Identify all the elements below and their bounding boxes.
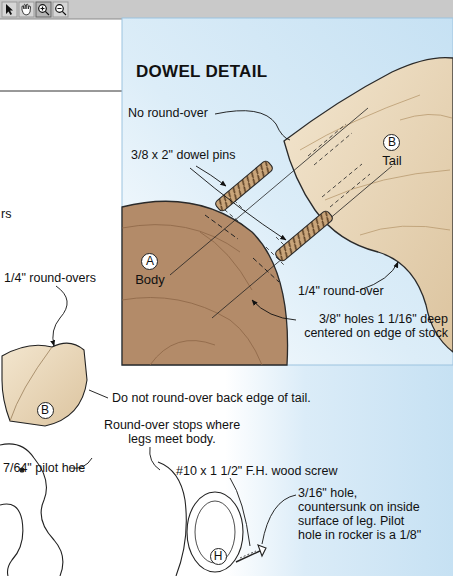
dowel-pins-stroke bbox=[274, 210, 334, 263]
part-callout: H bbox=[210, 548, 227, 565]
callout-note: rs bbox=[1, 207, 31, 221]
callout-note: 3/8" holes 1 1/16" deep centered on edge… bbox=[288, 312, 448, 340]
body-piece-stroke-stroke bbox=[150, 341, 215, 366]
page-rules bbox=[0, 91, 122, 92]
assembly-parts-stroke bbox=[236, 550, 262, 562]
dowel-pins-stroke-stroke bbox=[274, 210, 334, 263]
callout-note: No round-over bbox=[128, 106, 258, 120]
callout-note: 3/16" hole, countersunk on inside surfac… bbox=[298, 486, 422, 542]
leader-lines-stroke bbox=[196, 166, 226, 186]
callout-note: 3/8 x 2" dowel pins bbox=[131, 148, 271, 162]
leader-lines-stroke bbox=[262, 495, 296, 544]
body-piece-stroke-stroke bbox=[122, 298, 262, 366]
detail-title: DOWEL DETAIL bbox=[136, 62, 267, 82]
dowel-pins-stroke-stroke bbox=[214, 160, 274, 213]
callout-note: 1/4" round-overs bbox=[4, 271, 119, 285]
assembly-parts-stroke bbox=[258, 545, 266, 556]
toolbar-stroke bbox=[36, 2, 51, 17]
page-rules-stroke bbox=[0, 91, 122, 92]
leader-lines-stroke bbox=[190, 168, 286, 240]
detail-panel bbox=[122, 18, 453, 365]
body-piece bbox=[122, 195, 289, 365]
assembly-parts-stroke bbox=[0, 504, 23, 576]
toolbar-stroke bbox=[53, 2, 68, 17]
tail-piece bbox=[284, 58, 453, 352]
body-piece-stroke bbox=[122, 201, 288, 365]
toolbar-stroke bbox=[19, 2, 34, 17]
part-callout: A Body bbox=[135, 253, 165, 287]
assembly-parts-stroke bbox=[240, 551, 256, 558]
leader-lines-stroke bbox=[230, 478, 250, 546]
toolbar-stroke bbox=[0, 0, 453, 19]
part-name: Tail bbox=[382, 153, 402, 168]
toolbar-stroke bbox=[41, 7, 50, 16]
toolbar-stroke bbox=[2, 2, 17, 17]
callout-letter: H bbox=[210, 548, 227, 565]
callout-letter: B bbox=[383, 134, 400, 151]
body-piece-stroke-stroke bbox=[200, 232, 252, 290]
callout-note: Round-over stops where legs meet body. bbox=[92, 418, 252, 446]
callout-note: 7/64" pilot hole bbox=[3, 461, 118, 475]
tail-piece-stroke-stroke bbox=[300, 95, 420, 150]
part-callout: B Tail bbox=[382, 134, 402, 168]
leader-lines-stroke bbox=[215, 111, 290, 140]
leader-lines-stroke bbox=[252, 300, 296, 320]
assembly-parts bbox=[0, 343, 266, 576]
toolbar-stroke bbox=[6, 4, 13, 15]
callout-letter: B bbox=[37, 402, 54, 419]
part-callout: B bbox=[37, 402, 54, 419]
leader-lines-stroke bbox=[53, 286, 67, 346]
dowel-pins-stroke bbox=[170, 108, 368, 275]
toolbar bbox=[0, 0, 453, 19]
toolbar-stroke bbox=[58, 9, 67, 16]
assembly-parts-stroke bbox=[2, 343, 87, 426]
tail-piece-stroke-stroke bbox=[400, 114, 452, 120]
part-name: Body bbox=[135, 272, 165, 287]
callout-letter: A bbox=[141, 253, 158, 270]
assembly-parts-stroke bbox=[158, 462, 186, 576]
callout-note: Do not round-over back edge of tail. bbox=[112, 391, 412, 405]
detail-panel-stroke bbox=[122, 18, 453, 365]
dowel-pins-stroke bbox=[214, 160, 274, 213]
body-piece-stroke-stroke bbox=[122, 225, 240, 252]
tail-piece-stroke bbox=[308, 124, 370, 207]
toolbar-stroke bbox=[22, 4, 31, 15]
tail-piece-stroke-stroke bbox=[360, 226, 450, 235]
tail-piece-stroke bbox=[284, 58, 453, 352]
body-piece-stroke bbox=[122, 225, 262, 365]
leader-lines-stroke bbox=[150, 447, 160, 470]
callout-note: 1/4" round-over bbox=[298, 284, 418, 298]
leader-lines-stroke bbox=[89, 390, 108, 398]
assembly-parts-stroke bbox=[187, 492, 243, 572]
callout-note: #10 x 1 1/2" F.H. wood screw bbox=[176, 464, 406, 478]
